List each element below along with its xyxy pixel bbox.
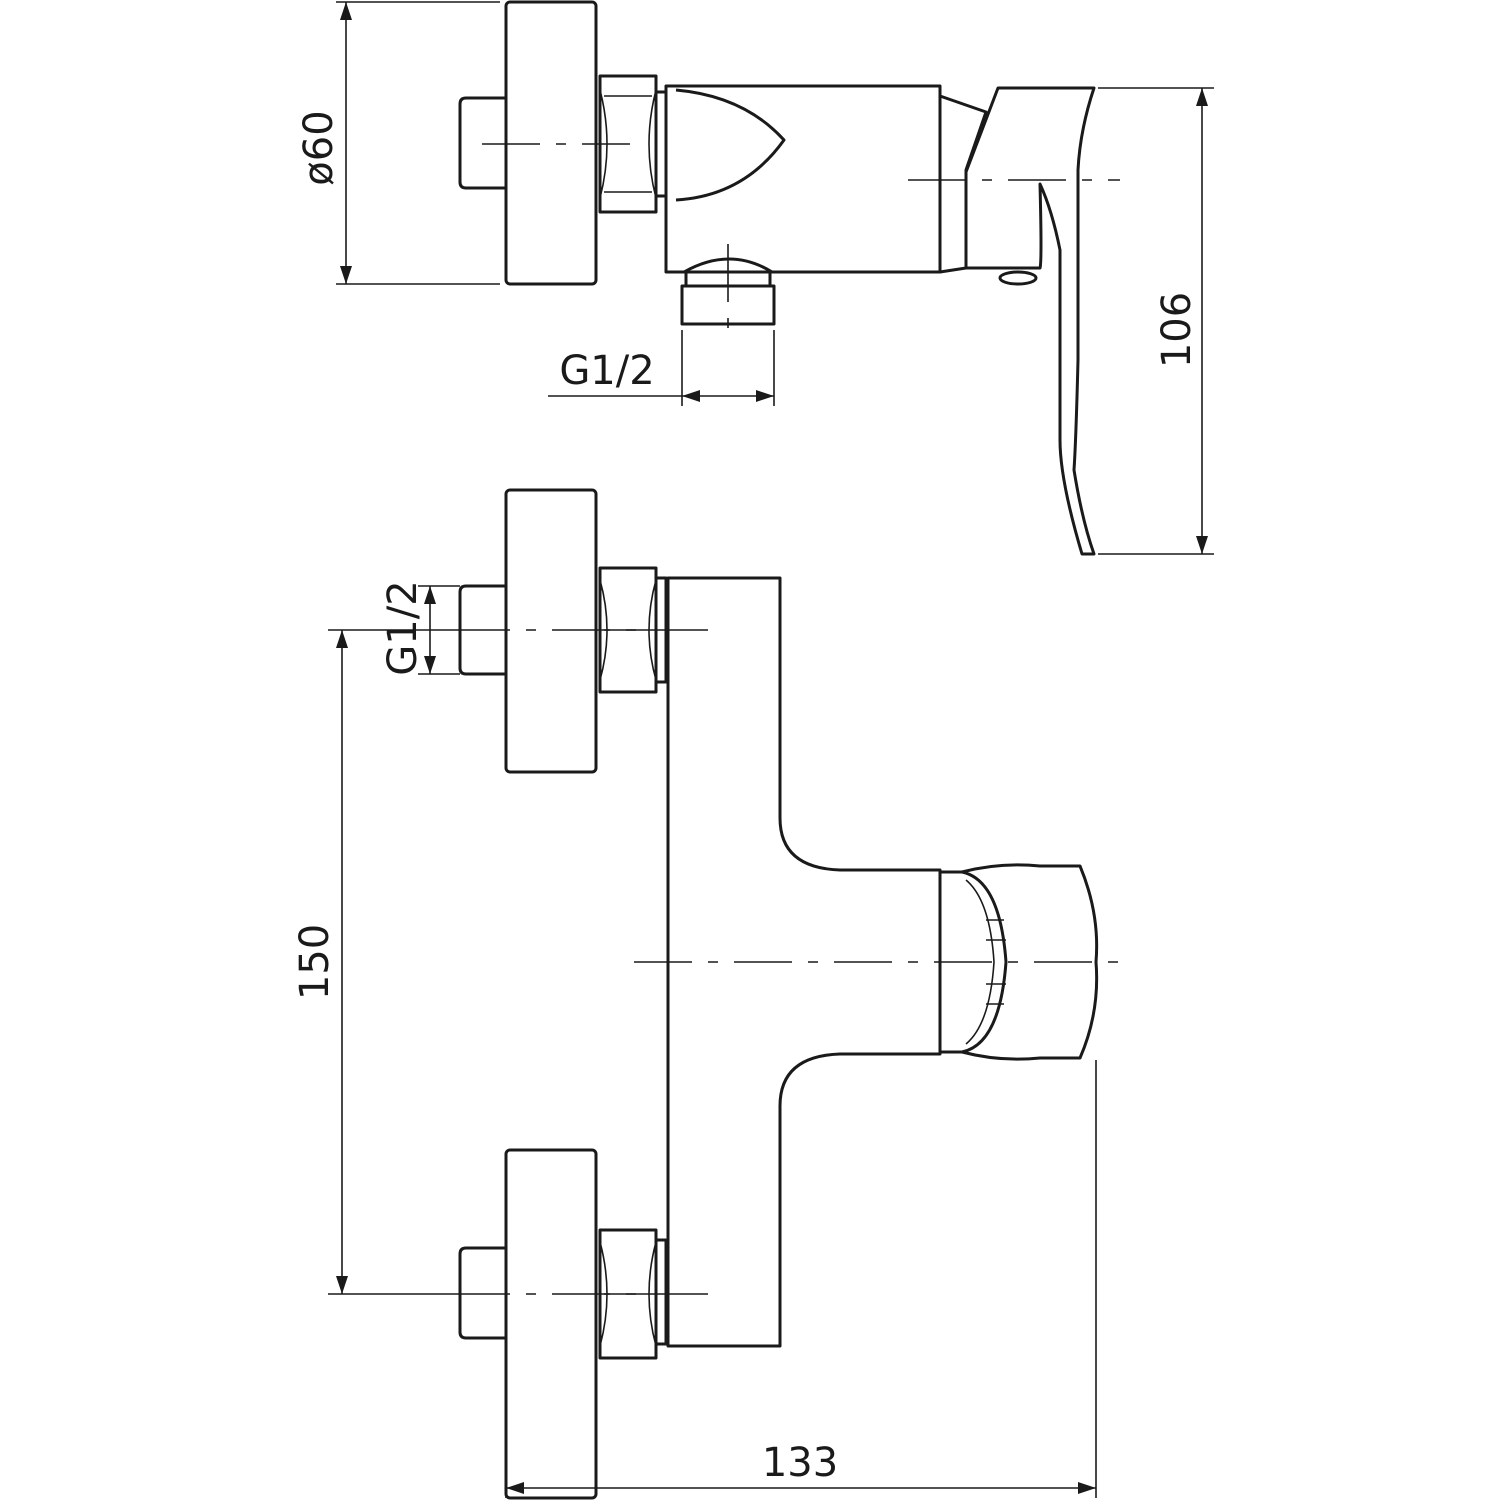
front-mixer-body [666, 576, 942, 1348]
top-view: ø60 G1/2 106 [296, 0, 1214, 556]
top-escutcheon [504, 0, 598, 286]
dim-depth-label: 106 [1154, 292, 1200, 368]
front-lower-escutcheon [504, 1148, 598, 1500]
dim-front-connection-label: G1/2 [380, 580, 426, 675]
dim-width: 133 [505, 1060, 1097, 1498]
dim-front-connection: G1/2 [380, 580, 460, 676]
top-lever [939, 86, 1096, 556]
front-view: G1/2 150 133 [292, 488, 1130, 1500]
dim-center-distance: 150 [292, 629, 452, 1295]
dim-top-connection: G1/2 [548, 330, 775, 406]
top-mixer-body [664, 84, 942, 274]
dim-diameter: ø60 [296, 1, 500, 285]
top-inlet-pipe [458, 96, 506, 190]
dim-width-label: 133 [762, 1440, 838, 1486]
front-handle [940, 863, 1099, 1061]
top-cap-cone [675, 88, 786, 202]
dim-diameter-label: ø60 [296, 110, 342, 185]
front-lower-inlet-pipe [458, 1246, 506, 1340]
dim-center-distance-label: 150 [292, 924, 338, 1000]
front-upper-escutcheon [504, 488, 598, 774]
dim-depth: 106 [1098, 87, 1214, 555]
dim-top-connection-label: G1/2 [559, 348, 654, 394]
